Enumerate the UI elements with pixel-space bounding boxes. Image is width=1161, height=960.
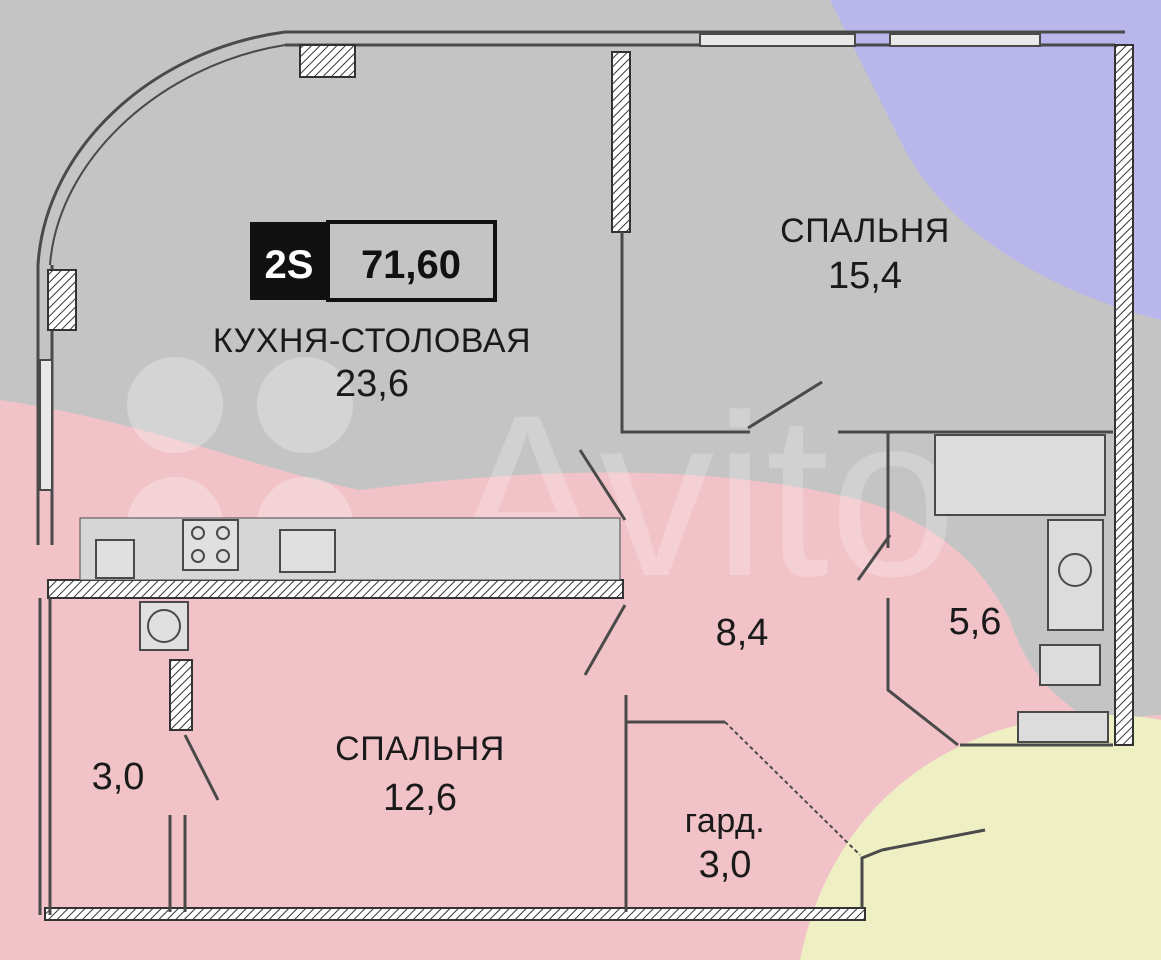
bottom-right-wall [860, 848, 883, 908]
left-lower-wall [38, 598, 52, 915]
pillar-left [47, 269, 77, 331]
pillar-top [299, 44, 356, 78]
bedroom-large-area: 15,4 [828, 255, 902, 297]
kitchen-area: 23,6 [335, 363, 409, 405]
door-hall-1 [578, 449, 627, 521]
kitchen-counter [79, 517, 621, 581]
toilet-icon [1039, 644, 1101, 686]
badge-area: 71,60 [361, 243, 461, 287]
bedroom-divider-line [620, 232, 1113, 434]
bathroom-area: 5,6 [949, 601, 1002, 643]
kitchen-name: КУХНЯ-СТОЛОВАЯ [213, 322, 531, 360]
doors [183, 380, 986, 856]
bath-wall [886, 432, 1113, 747]
door-bath [856, 534, 892, 581]
room-labels: КУХНЯ-СТОЛОВАЯ 23,6 СПАЛЬНЯ 15,4 8,4 5,6… [92, 212, 1002, 886]
watermark-dot [257, 357, 353, 453]
badge-type: 2S [265, 243, 314, 287]
apartment-badge: 2S 71,60 [250, 220, 497, 302]
bottom-wall [44, 907, 866, 921]
badge-area-box [326, 220, 497, 302]
balcony-partition-line [168, 815, 187, 912]
washbasin-icon [1047, 519, 1104, 631]
wardrobe-name: гард. [685, 802, 765, 840]
curved-wall-inner [49, 44, 286, 266]
hall-area: 8,4 [716, 612, 769, 654]
bedroom-small-area: 12,6 [383, 777, 457, 819]
wardrobe-area: 3,0 [699, 844, 752, 886]
lavender-zone [830, 0, 1161, 320]
walls [36, 30, 1134, 921]
watermark-dot [127, 357, 223, 453]
stove-icon [182, 519, 239, 571]
bathtub-icon [934, 434, 1106, 516]
curved-wall [36, 30, 286, 266]
kitchen-partition [47, 579, 624, 599]
window-top-1 [699, 33, 856, 47]
washing-machine-icon [1017, 711, 1109, 743]
windows [39, 33, 1041, 491]
door-hall-2 [583, 604, 627, 676]
bedroom-large-name: СПАЛЬНЯ [780, 212, 950, 250]
balcony-area: 3,0 [92, 756, 145, 798]
bedroom-small-name: СПАЛЬНЯ [335, 730, 505, 768]
window-top-2 [889, 33, 1041, 47]
door-bedroom [747, 380, 823, 430]
wardrobe-wall [624, 695, 725, 912]
fixtures [79, 434, 1109, 743]
door-balcony [183, 734, 220, 801]
right-wall [1114, 44, 1134, 746]
badge-type-box [250, 222, 328, 300]
washer-icon [95, 539, 135, 579]
door-entrance [881, 828, 986, 852]
window-left [39, 359, 53, 491]
bedroom-divider [611, 51, 631, 233]
door-wardrobe [724, 721, 861, 856]
yellow-zone [800, 714, 1161, 960]
balcony-partition [169, 659, 193, 731]
sink-icon [279, 529, 336, 573]
